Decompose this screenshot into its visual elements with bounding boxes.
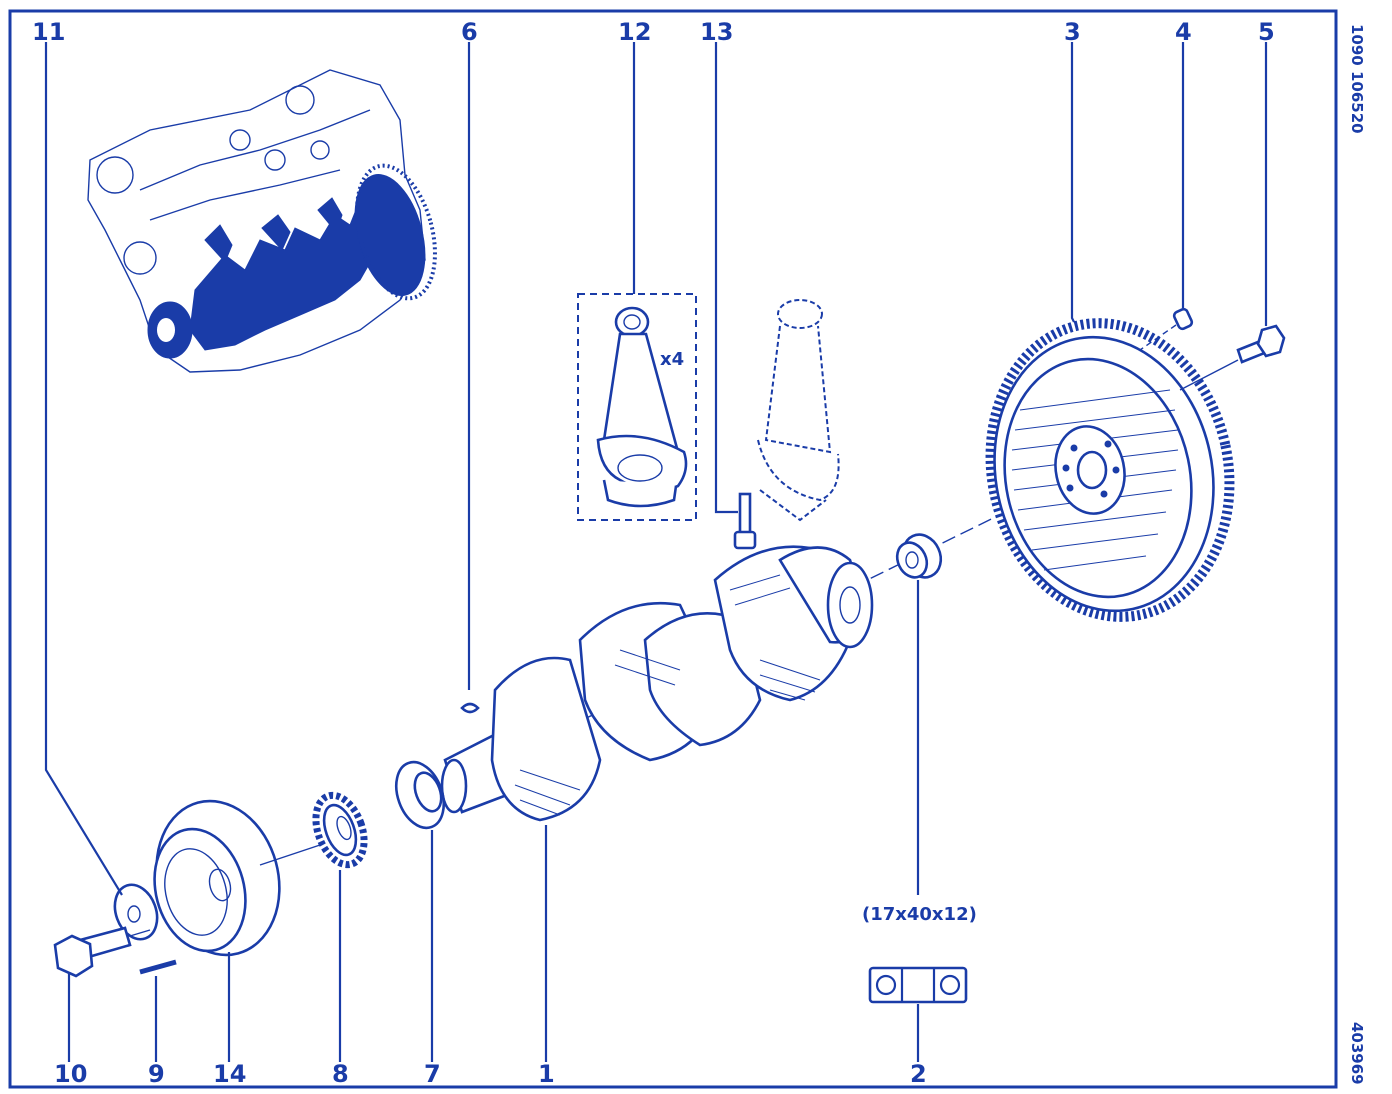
phantom-connecting-rod: [757, 299, 840, 522]
leader-lines: [44, 42, 1268, 1062]
callout-2: 2: [910, 1060, 927, 1088]
engine-overview-icon: [87, 69, 437, 373]
callout-7: 7: [424, 1060, 441, 1088]
crankshaft-pulley-icon: [153, 799, 321, 957]
woodruff-key-icon: [460, 702, 480, 714]
callout-10: 10: [54, 1060, 87, 1088]
callout-12: 12: [618, 18, 651, 46]
bearing-symbol-icon: [868, 966, 968, 1004]
pilot-bearing-icon: [895, 533, 943, 579]
pulley-bolt-icon: [53, 926, 151, 978]
diagram-frame: [8, 9, 1338, 1089]
pin-icon: [139, 959, 177, 975]
callout-1: 1: [538, 1060, 555, 1088]
bearing-dimensions-label: (17x40x12): [862, 904, 977, 925]
callout-8: 8: [332, 1060, 349, 1088]
oil-seal-icon: [394, 760, 446, 830]
timing-gear-icon: [312, 791, 368, 869]
connecting-rod-icon: [596, 306, 688, 508]
callout-6: 6: [461, 18, 478, 46]
callout-11: 11: [32, 18, 65, 46]
callout-9: 9: [148, 1060, 165, 1088]
callout-4: 4: [1175, 18, 1192, 46]
flywheel-bolt-icon: [1179, 324, 1286, 391]
connecting-rod-group-box: [577, 293, 697, 521]
flywheel-icon: [985, 318, 1235, 622]
rod-bolt-icon: [733, 492, 757, 550]
callout-14: 14: [213, 1060, 246, 1088]
washer-icon: [113, 883, 159, 941]
callout-5: 5: [1258, 18, 1275, 46]
reference-code-top: 1090 106520: [1348, 24, 1366, 134]
callout-3: 3: [1064, 18, 1081, 46]
callout-13: 13: [700, 18, 733, 46]
dowel-icon: [1172, 307, 1194, 331]
reference-code-bottom: 403969: [1348, 1022, 1366, 1085]
quantity-label: x4: [660, 349, 684, 370]
